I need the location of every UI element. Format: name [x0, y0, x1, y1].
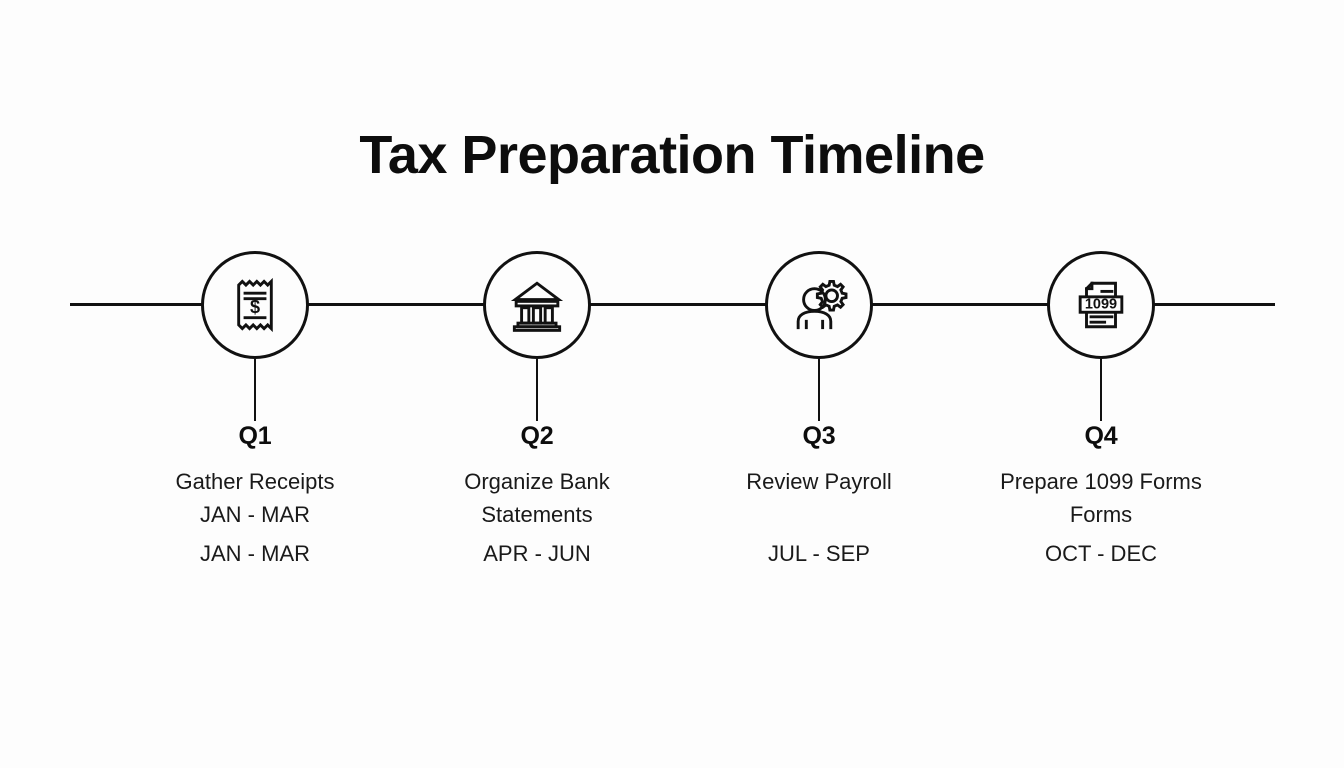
- svg-text:$: $: [250, 297, 260, 317]
- svg-text:1099: 1099: [1085, 297, 1117, 313]
- milestone-description-line1: Gather Receipts: [175, 469, 335, 494]
- quarter-label: Q4: [1084, 422, 1118, 450]
- node-stem: [536, 359, 538, 421]
- node-circle: [1047, 251, 1155, 359]
- milestone-description-line1: Review Payroll: [746, 469, 892, 494]
- quarter-label: Q1: [238, 422, 272, 450]
- milestone-date-range: APR - JUN: [483, 541, 591, 566]
- quarter-label: Q3: [802, 422, 836, 450]
- node-stem: [818, 359, 820, 421]
- node-stem: [1100, 359, 1102, 421]
- quarter-label: Q2: [520, 422, 554, 450]
- milestone-date-range: JAN - MAR: [200, 541, 310, 566]
- timeline-node-q3[interactable]: [765, 251, 873, 421]
- document-1099-icon: 1099: [1078, 281, 1124, 329]
- milestone-date-range: JUL - SEP: [768, 541, 870, 566]
- milestone-label-q2: Q2 Organize Bank Statements APR - JUN: [401, 422, 673, 565]
- milestone-label-q1: Q1 Gather Receipts JAN - MAR JAN - MAR: [119, 422, 391, 565]
- timeline-node-q1[interactable]: $: [201, 251, 309, 421]
- milestone-label-q3: Q3 Review Payroll JUL - SEP: [683, 422, 955, 565]
- timeline-node-q4[interactable]: 1099: [1047, 251, 1155, 421]
- person-gear-icon: [796, 279, 848, 330]
- timeline-axis: [70, 303, 1275, 306]
- bank-building-icon: [510, 281, 564, 332]
- page-title: Tax Preparation Timeline: [359, 125, 985, 185]
- milestone-description-line1: Organize Bank: [464, 469, 610, 494]
- receipt-dollar-icon: $: [237, 277, 273, 333]
- milestone-description-line1: Prepare 1099 Forms: [1000, 469, 1202, 494]
- node-circle: [201, 251, 309, 359]
- milestone-label-q4: Q4 Prepare 1099 Forms Forms OCT - DEC: [965, 422, 1237, 565]
- milestone-description-line2: Forms: [1069, 502, 1133, 527]
- node-stem: [254, 359, 256, 421]
- milestone-date-range: OCT - DEC: [1044, 541, 1158, 566]
- timeline-node-q2[interactable]: [483, 251, 591, 421]
- milestone-description-line2: [683, 498, 955, 531]
- milestone-description-line2: JAN - MAR: [200, 502, 310, 527]
- milestone-description-line2: Statements: [481, 502, 593, 527]
